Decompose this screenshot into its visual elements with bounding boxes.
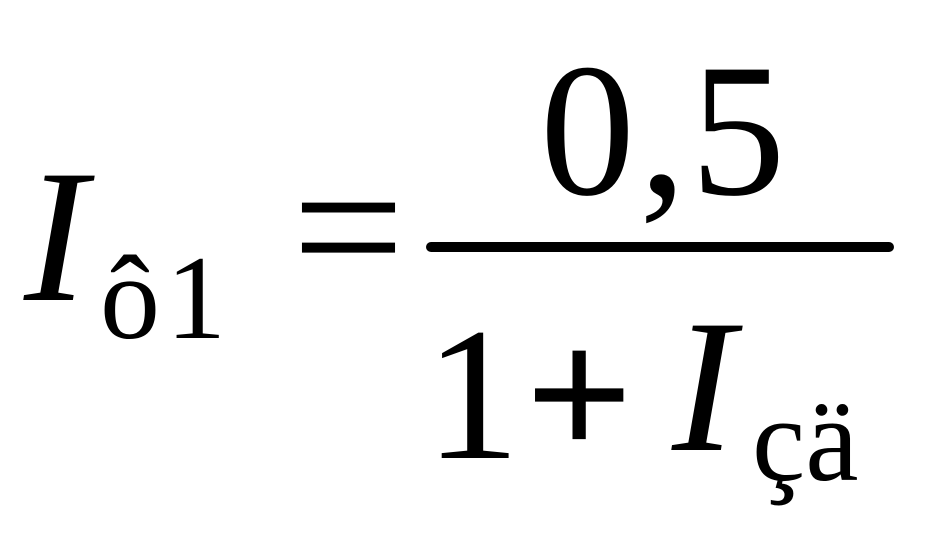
denominator-subscript: çä [752, 373, 859, 506]
equals-sign: = [292, 117, 405, 338]
lhs-variable: I [24, 132, 88, 342]
denominator-variable: I [672, 282, 736, 492]
lhs-subscript: ô1 [100, 231, 232, 364]
fraction-bar [426, 242, 894, 252]
fraction-numerator: 0,5 [540, 26, 790, 236]
denominator-plus-sign: + [525, 290, 634, 500]
denominator-constant: 1 [425, 290, 520, 500]
